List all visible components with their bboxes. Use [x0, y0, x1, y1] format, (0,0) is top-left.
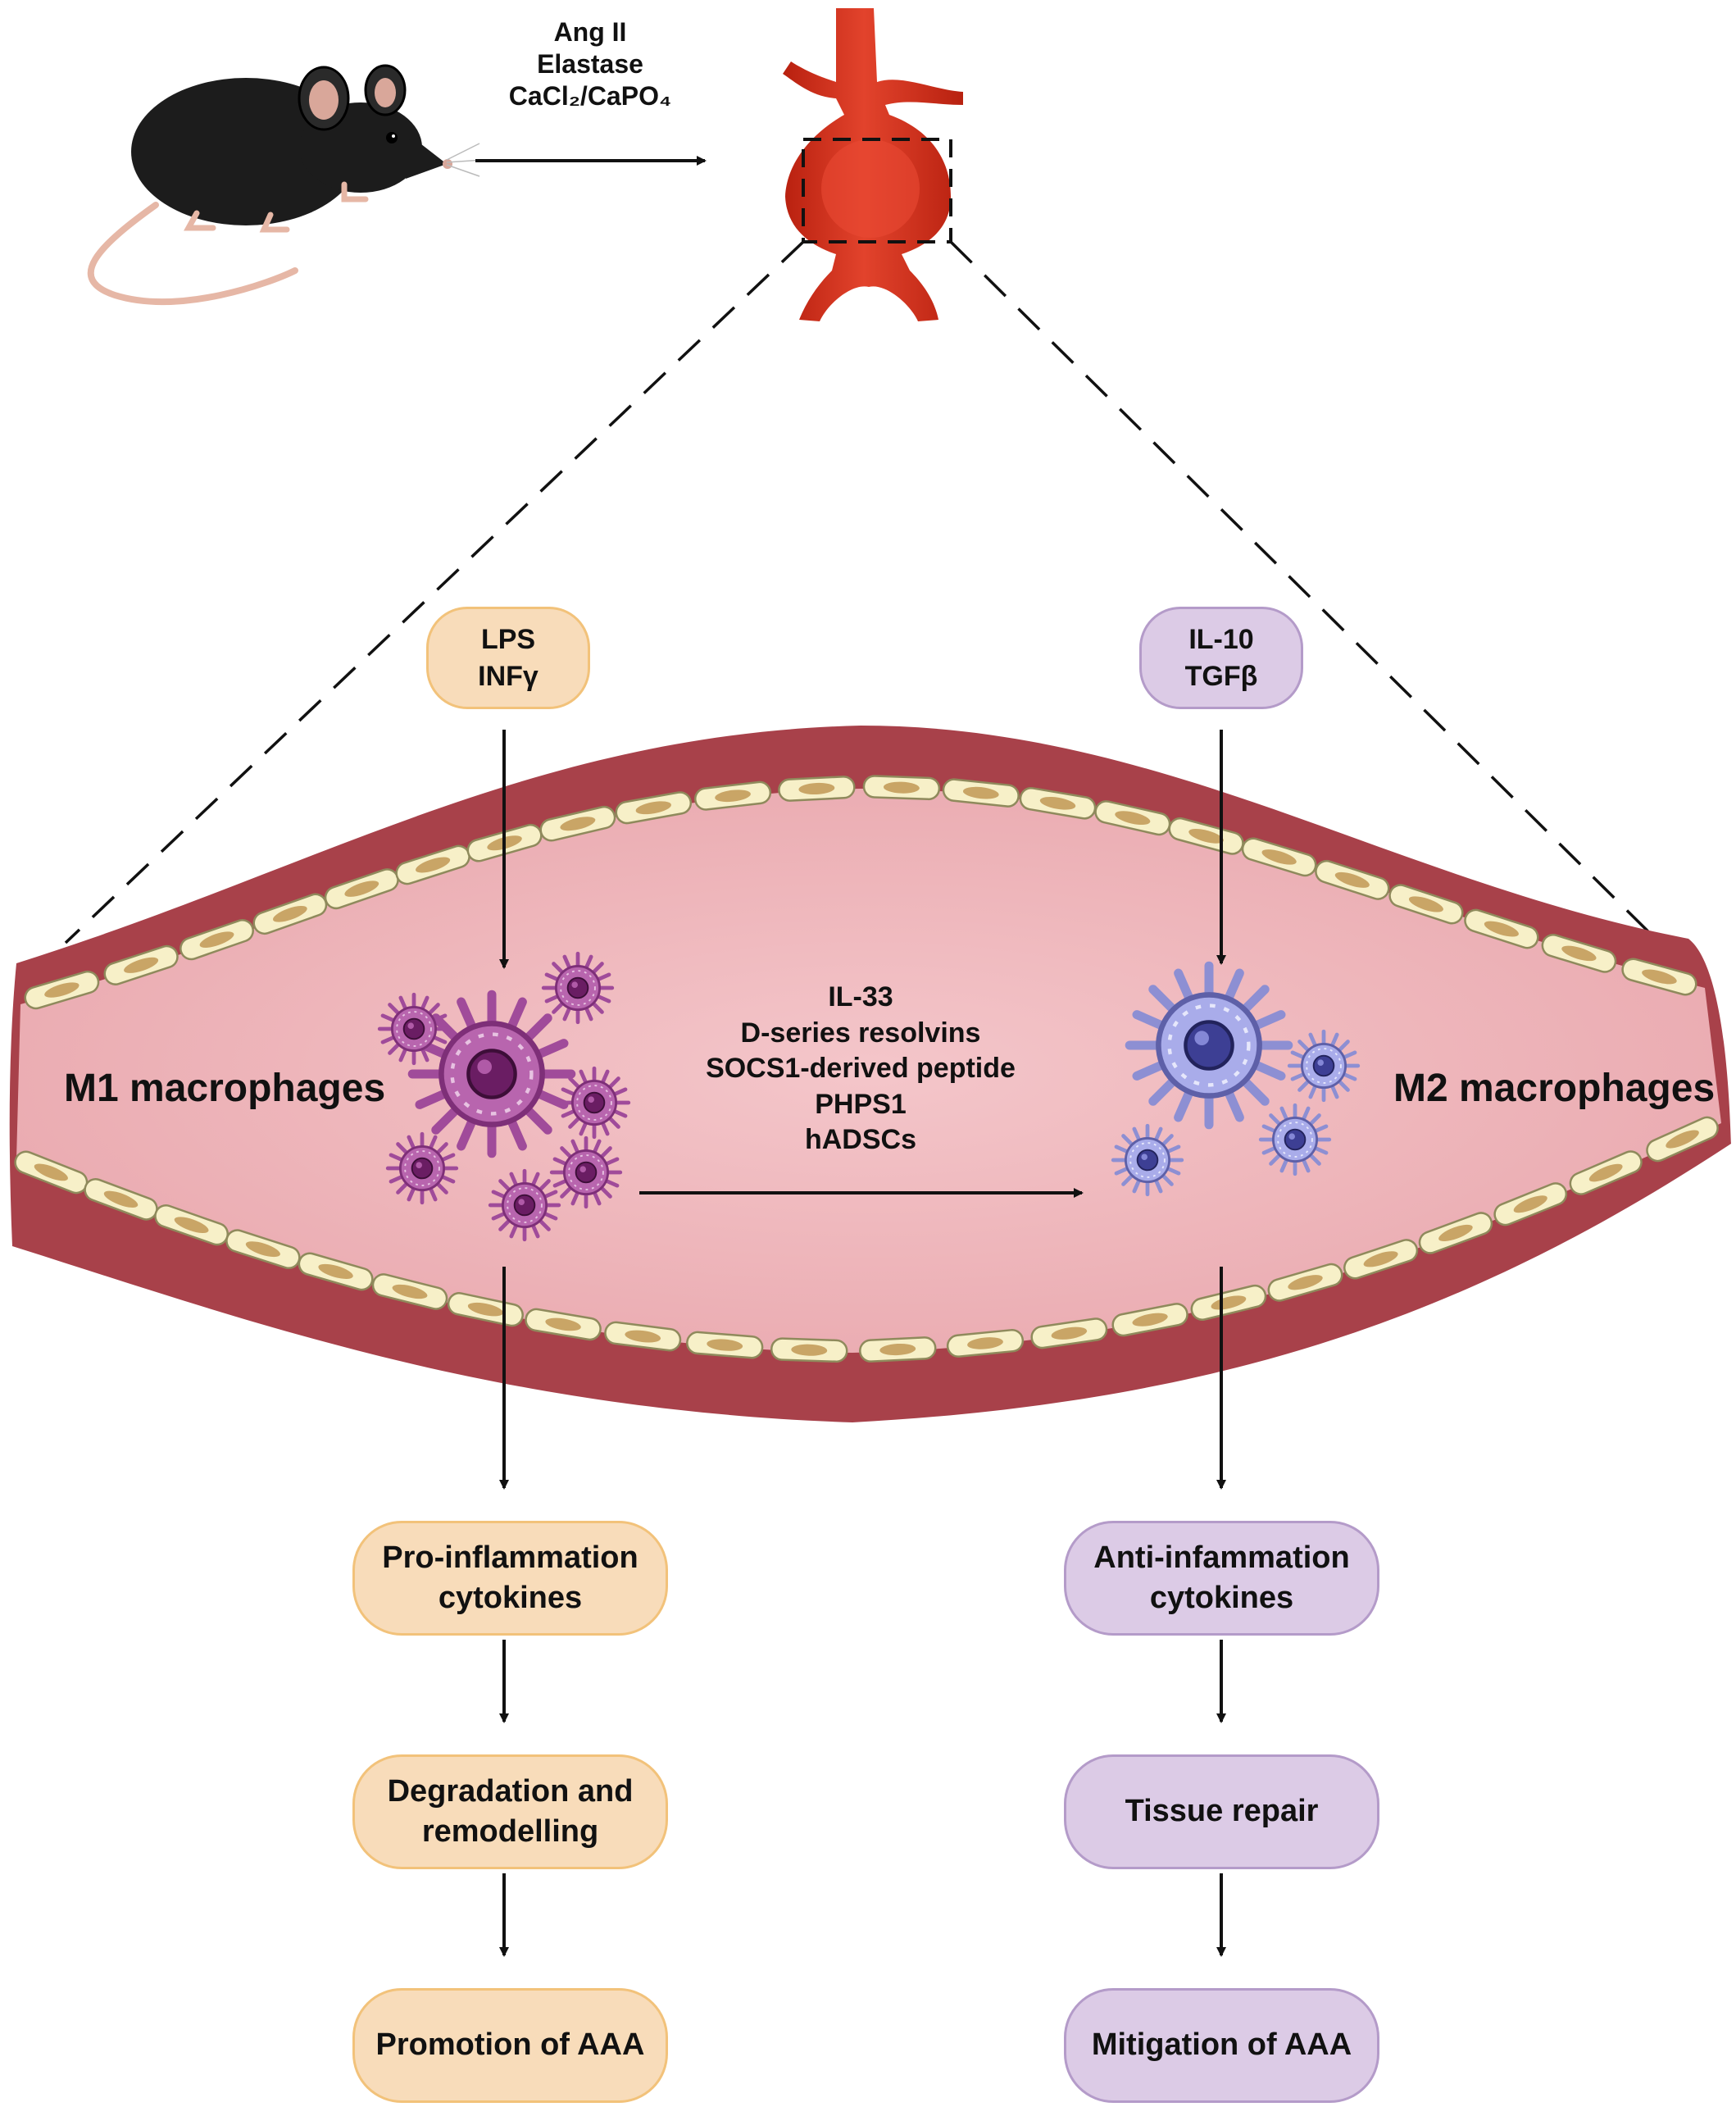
induction-line: Elastase	[537, 49, 643, 80]
zoom-line-right	[949, 240, 1670, 953]
m2-pathway-step: Anti-infammation cytokines	[1064, 1521, 1379, 1636]
endothelial-cell	[103, 944, 179, 985]
m2-step-line: cytokines	[1149, 1581, 1294, 1615]
induction-line: CaCl₂/CaPO₄	[508, 81, 672, 111]
m2-label: M2 macrophages	[1393, 1067, 1716, 1110]
endothelial-cell	[770, 1337, 848, 1363]
m1-stimulus: LPS	[480, 624, 536, 656]
m1-step-line: Promotion of AAA	[375, 2027, 645, 2063]
m1-pathway-step: Promotion of AAA	[352, 1988, 668, 2103]
m1-step-line: remodelling	[421, 1814, 599, 1849]
polarizer: hADSCs	[804, 1124, 917, 1156]
aorta-illustration	[783, 8, 963, 321]
endothelial-cell	[1267, 1263, 1343, 1302]
endothelial-cell	[1621, 958, 1697, 996]
endothelial-cell	[778, 776, 856, 802]
endothelial-cell	[859, 1336, 937, 1363]
endothelial-cell	[1418, 1212, 1493, 1254]
endothelial-cell	[1168, 817, 1244, 855]
endothelial-cell	[1464, 908, 1539, 949]
polarizer-list: IL-33 D-series resolvins SOCS1-derived p…	[664, 980, 1057, 1158]
endothelial-cell	[24, 970, 100, 1010]
endothelial-cell	[604, 1321, 682, 1352]
induction-line: Ang II	[553, 17, 627, 47]
m2-stimulus-pill: IL-10 TGFβ	[1139, 607, 1303, 709]
m2-step-line: Tissue repair	[1125, 1794, 1319, 1829]
endothelial-cell	[539, 805, 616, 842]
endothelial-cell	[298, 1252, 374, 1291]
m2-pathway-step: Mitigation of AAA	[1064, 1988, 1379, 2103]
induction-label: Ang II Elastase CaCl₂/CaPO₄	[459, 16, 721, 112]
m2-stimulus: TGFβ	[1184, 660, 1258, 692]
endothelial-cell	[1315, 859, 1390, 900]
endothelial-cell	[1343, 1239, 1419, 1280]
endothelial-cell	[942, 778, 1020, 808]
m2-stimulus: IL-10	[1188, 624, 1254, 656]
m1-label: M1 macrophages	[64, 1067, 386, 1110]
vessel-section	[9, 726, 1731, 1422]
polarizer: D-series resolvins	[740, 1017, 981, 1049]
endothelial-cell	[225, 1229, 301, 1270]
m1-pathway-step: Degradation and remodelling	[352, 1754, 668, 1869]
m2-step-line: Mitigation of AAA	[1091, 2027, 1352, 2063]
endothelial-cell	[686, 1331, 764, 1359]
m1-stimulus-pill: LPS INFγ	[426, 607, 590, 709]
endothelial-cell	[1111, 1303, 1188, 1337]
endothelial-cell	[615, 791, 693, 825]
polarizer: PHPS1	[815, 1088, 907, 1120]
endothelial-cell	[1493, 1182, 1568, 1226]
m1-step-line: Degradation and	[387, 1773, 634, 1809]
endothelial-cell	[1646, 1116, 1719, 1163]
endothelial-cell	[1541, 934, 1617, 973]
endothelial-cell	[525, 1308, 602, 1341]
m1-step-line: Pro-inflammation	[382, 1540, 639, 1575]
zoom-box	[802, 138, 952, 243]
m1-pathway-step: Pro-inflammation cytokines	[352, 1521, 668, 1636]
polarizer: SOCS1-derived peptide	[706, 1053, 1016, 1085]
endothelial-cell	[1030, 1317, 1108, 1349]
endothelial-cell	[1569, 1150, 1643, 1195]
endothelial-cell	[862, 775, 941, 801]
m1-stimulus: INFγ	[478, 660, 539, 692]
endothelial-cell	[395, 844, 470, 885]
endothelial-cell	[946, 1329, 1025, 1358]
m2-pathway-step: Tissue repair	[1064, 1754, 1379, 1869]
endothelial-cell	[1388, 884, 1464, 925]
endothelial-cell	[1241, 837, 1317, 877]
mouse-illustration	[87, 64, 484, 305]
endothelial-cell	[371, 1273, 448, 1310]
zoom-line-left	[64, 240, 805, 944]
endothelial-cell	[694, 780, 772, 811]
m2-step-line: Anti-infammation	[1093, 1540, 1350, 1575]
m1-step-line: cytokines	[438, 1581, 583, 1615]
polarizer: IL-33	[828, 981, 893, 1012]
endothelial-cell	[180, 919, 254, 961]
